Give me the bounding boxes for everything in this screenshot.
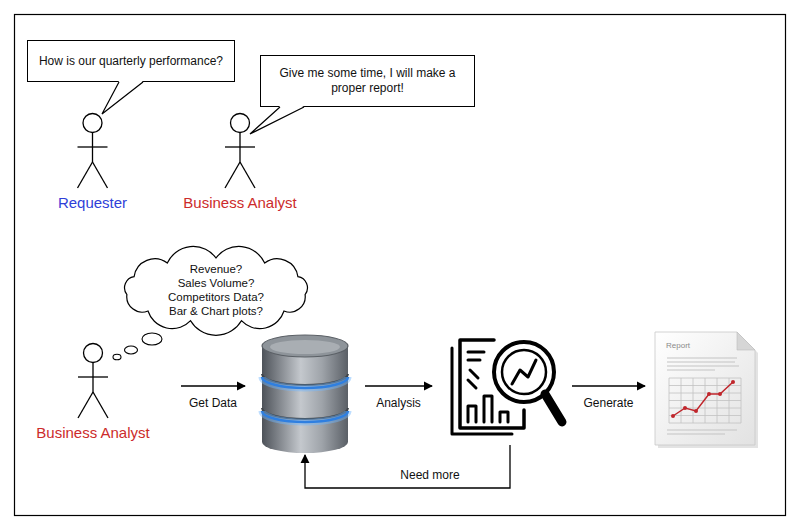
analysis-icon	[432, 330, 572, 445]
figure-limb	[93, 162, 108, 188]
flow-arrow	[365, 385, 432, 386]
database-band	[262, 411, 348, 422]
database-body	[262, 346, 348, 453]
speech-tail	[102, 82, 143, 114]
figure-limb	[225, 162, 240, 188]
figure-label: Business Analyst	[175, 194, 305, 212]
stick-figure-drawing	[175, 110, 305, 192]
speech-text: Give me some time, I will make a proper …	[267, 66, 468, 96]
text-line	[667, 369, 715, 370]
document-lines	[468, 352, 484, 388]
report-text-group: Report	[666, 341, 690, 351]
database-top	[262, 335, 348, 357]
chart-point	[731, 380, 735, 384]
database-top-highlight	[270, 340, 340, 354]
magnifier-lens	[502, 350, 546, 394]
speech-bubble: Give me some time, I will make a proper …	[260, 55, 475, 107]
speech-text: How is our quarterly performance?	[39, 54, 223, 69]
stick-figure-drawing	[40, 110, 145, 192]
database-drawing	[245, 330, 365, 455]
figure-label: Business Analyst	[5, 424, 181, 442]
edge-label: Get Data	[189, 396, 237, 410]
thought-text: Competitors Data?	[168, 290, 264, 304]
figure-limb	[93, 392, 108, 418]
stick-figure: Business Analyst	[175, 110, 305, 215]
chart-point	[671, 414, 675, 418]
cloud-shape	[125, 246, 308, 335]
edge-label: Analysis	[376, 396, 421, 410]
database-band-glow	[262, 411, 348, 422]
report-drawing	[645, 328, 760, 450]
text-line	[667, 361, 735, 362]
database-band	[262, 377, 348, 388]
thought-trail-bubble	[125, 346, 138, 354]
speech-tail-fill	[102, 81, 143, 114]
thought-cloud: Revenue?Sales Volume?Competitors Data?Ba…	[113, 246, 319, 334]
figure-limb	[225, 146, 255, 147]
chart-grid-line	[693, 378, 694, 423]
chart-grid-line	[681, 378, 682, 423]
chart-line	[673, 382, 733, 416]
chart-point	[694, 409, 698, 413]
figure-label: Requester	[40, 194, 145, 212]
figure-limb	[78, 162, 93, 188]
thought-trail-bubble	[113, 354, 121, 360]
chart-grid-line	[717, 378, 718, 423]
thought-cloud-outline	[113, 246, 319, 334]
figure-head	[83, 114, 102, 133]
text-line	[667, 357, 737, 358]
magnifier-handle	[545, 394, 562, 422]
text-line	[667, 429, 737, 430]
figure-limb	[78, 376, 108, 377]
figure-label-group: Requester	[40, 194, 145, 212]
bubble-text-group: Give me some time, I will make a proper …	[267, 66, 468, 96]
chart-point	[683, 406, 687, 410]
magnifier-chart	[512, 360, 536, 384]
database-cylinder	[245, 330, 365, 455]
analysis-drawing	[432, 330, 572, 445]
report-heading: Report	[666, 341, 690, 351]
report-document: Report	[645, 328, 760, 450]
figure-label-group: Business Analyst	[5, 424, 181, 442]
stick-figure: Business Analyst	[5, 340, 181, 445]
edge-label: Generate	[583, 396, 633, 410]
speech-tail	[250, 107, 304, 134]
stick-figure-drawing	[5, 340, 181, 422]
thought-text: Revenue?	[190, 262, 242, 276]
edge-label: Need more	[400, 468, 459, 482]
page-fold	[737, 332, 755, 350]
stick-figure: Requester	[40, 110, 145, 215]
speech-bubble: How is our quarterly performance?	[27, 40, 235, 82]
bar-chart-icon	[468, 396, 508, 422]
figure-limb	[78, 392, 93, 418]
text-line	[667, 433, 725, 434]
figure-label-group: Business Analyst	[175, 194, 305, 212]
figure-head	[84, 344, 103, 363]
text-line	[667, 365, 739, 366]
figure-limb	[78, 146, 108, 147]
chart-grid-line	[669, 378, 670, 423]
bubble-text-group: How is our quarterly performance?	[39, 54, 223, 69]
flow-arrow	[305, 445, 510, 488]
chart-point	[718, 392, 722, 396]
figure-limb	[240, 162, 255, 188]
flow-arrow	[181, 385, 245, 386]
figure-head	[231, 114, 250, 133]
database-band-glow	[262, 377, 348, 388]
thought-text: Bar & Chart plots?	[169, 304, 263, 318]
thought-trail-bubble	[142, 333, 162, 345]
thought-text: Sales Volume?	[178, 276, 255, 290]
report-page	[655, 332, 755, 445]
chart-point	[707, 392, 711, 396]
speech-tail-fill	[250, 106, 304, 134]
flow-arrow	[572, 385, 645, 386]
chart-grid-line	[741, 378, 742, 423]
cloud-text-group: Revenue?Sales Volume?Competitors Data?Ba…	[113, 246, 319, 334]
